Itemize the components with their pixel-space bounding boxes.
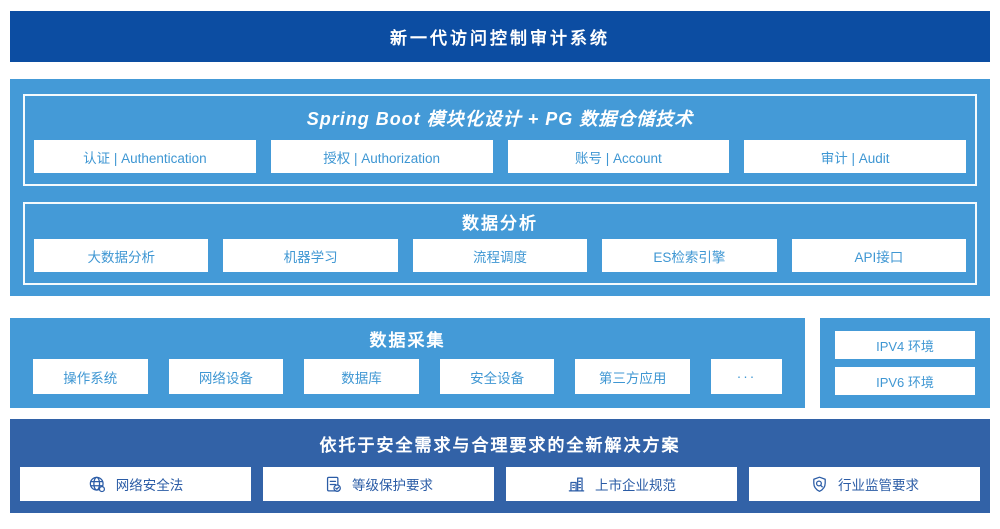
module-box-account: 账号 | Account bbox=[507, 140, 730, 173]
solution-box-cybersecurity-law: 网络安全法 bbox=[20, 467, 251, 501]
collection-box-thirdparty: 第三方应用 bbox=[575, 359, 690, 394]
solution-box-label: 上市企业规范 bbox=[595, 478, 676, 493]
env-box-ipv4: IPV4 环境 bbox=[835, 331, 975, 359]
buildings-icon bbox=[568, 477, 585, 491]
shield-search-icon bbox=[813, 476, 826, 492]
solution-box-listed-company: 上市企业规范 bbox=[506, 467, 737, 501]
solution-box-label: 等级保护要求 bbox=[352, 478, 433, 493]
collection-box-os: 操作系统 bbox=[33, 359, 148, 394]
collection-box-network: 网络设备 bbox=[168, 359, 284, 394]
solution-section-title: 依托于安全需求与合理要求的全新解决方案 bbox=[319, 435, 681, 455]
page-title: 新一代访问控制审计系统 bbox=[390, 29, 610, 48]
analysis-box-row: 大数据分析 机器学习 流程调度 ES检索引擎 API接口 bbox=[25, 239, 975, 283]
collection-box-ellipsis: ··· bbox=[710, 359, 783, 394]
env-box-ipv6: IPV6 环境 bbox=[835, 367, 975, 395]
solution-box-label: 网络安全法 bbox=[115, 478, 184, 493]
module-box-audit: 审计 | Audit bbox=[744, 140, 966, 173]
platform-container: Spring Boot 模块化设计 + PG 数据仓储技术 认证 | Authe… bbox=[10, 79, 990, 296]
collection-box-security: 安全设备 bbox=[439, 359, 555, 394]
analysis-section-title: 数据分析 bbox=[462, 214, 538, 233]
collection-section-title: 数据采集 bbox=[369, 331, 446, 350]
analysis-box-bigdata: 大数据分析 bbox=[34, 239, 209, 272]
solution-box-label: 行业监管要求 bbox=[838, 478, 919, 493]
analysis-box-api: API接口 bbox=[791, 239, 967, 272]
solution-box-industry-regulation: 行业监管要求 bbox=[749, 467, 980, 501]
solution-box-row: 网络安全法 等级保护要求 上市企业规范 bbox=[10, 467, 990, 513]
solution-section: 依托于安全需求与合理要求的全新解决方案 网络安全法 等级保护要求 bbox=[10, 419, 990, 513]
collection-box-row: 操作系统 网络设备 数据库 安全设备 第三方应用 ··· bbox=[10, 359, 805, 408]
collection-box-database: 数据库 bbox=[304, 359, 419, 394]
module-box-authorization: 授权 | Authorization bbox=[270, 140, 493, 173]
analysis-box-es: ES检索引擎 bbox=[602, 239, 777, 272]
collection-section: 数据采集 操作系统 网络设备 数据库 安全设备 第三方应用 ··· bbox=[10, 318, 805, 408]
analysis-section: 数据分析 大数据分析 机器学习 流程调度 ES检索引擎 API接口 bbox=[23, 202, 977, 285]
module-box-row: 认证 | Authentication 授权 | Authorization 账… bbox=[25, 140, 975, 184]
analysis-box-workflow: 流程调度 bbox=[412, 239, 588, 272]
environment-panel: IPV4 环境 IPV6 环境 bbox=[820, 318, 990, 408]
solution-box-classified-protection: 等级保护要求 bbox=[263, 467, 494, 501]
module-section-title: Spring Boot 模块化设计 + PG 数据仓储技术 bbox=[306, 109, 694, 129]
globe-icon bbox=[89, 476, 105, 492]
banner: 新一代访问控制审计系统 bbox=[10, 11, 990, 62]
module-box-authentication: 认证 | Authentication bbox=[34, 140, 256, 173]
analysis-box-ml: 机器学习 bbox=[223, 239, 398, 272]
document-check-icon bbox=[326, 476, 341, 492]
module-section: Spring Boot 模块化设计 + PG 数据仓储技术 认证 | Authe… bbox=[23, 94, 977, 186]
